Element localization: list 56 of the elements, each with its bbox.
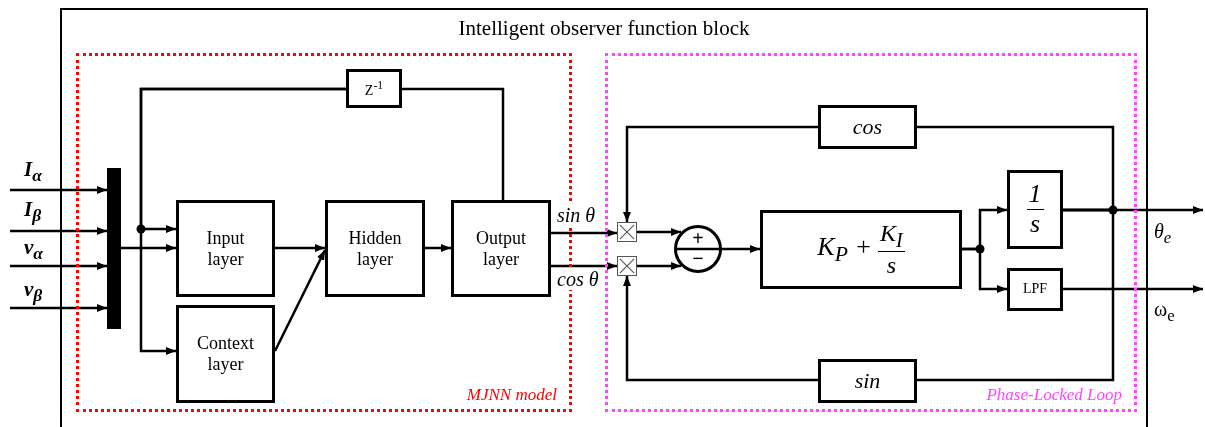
transfer-function-box [760, 210, 962, 289]
arrow [637, 262, 682, 270]
connector-line [917, 208, 1115, 382]
arrow [623, 276, 818, 382]
box-label: LPF [1022, 281, 1048, 298]
edge-label: sin θ [555, 204, 598, 226]
arrow [273, 249, 327, 352]
fraction-numerator: 1 [1026, 180, 1044, 210]
multiplier-box [617, 256, 637, 276]
arrow [10, 227, 107, 235]
arrow [121, 244, 176, 252]
mux-bar [107, 168, 121, 329]
summing-junction [674, 225, 722, 273]
sign-label: + [692, 228, 704, 248]
arrow [425, 244, 451, 252]
box-label: Z$^{-1}$ [364, 78, 384, 99]
process-box [346, 69, 402, 108]
fraction-denominator: s [886, 252, 896, 279]
sign-label: − [692, 248, 704, 268]
block-title: Intelligent observer function block [458, 16, 750, 41]
arrow [275, 244, 325, 252]
arrow [10, 186, 107, 194]
box-label: Context layer [196, 333, 255, 375]
arrow [10, 304, 107, 312]
connector-line [402, 87, 505, 200]
process-box [176, 305, 275, 403]
box-label: sin [854, 368, 881, 394]
fraction-denominator: s [1029, 210, 1041, 239]
arrow [623, 125, 818, 222]
multiplier-box [617, 222, 637, 242]
box-label: Input layer [205, 227, 246, 270]
dotted-group-box [605, 53, 1137, 412]
box-label: Output layer [475, 227, 527, 270]
transfer-function-box [1007, 170, 1063, 249]
formula-term: K$_{P}$ + [817, 231, 872, 268]
box-label: cos [852, 114, 883, 140]
group-label: Phase-Locked Loop [986, 385, 1122, 405]
arrow [551, 229, 617, 237]
edge-label: cos θ [555, 268, 601, 290]
process-box [176, 200, 275, 297]
arrow [10, 262, 107, 270]
group-label: MJNN model [466, 385, 557, 405]
arrow [962, 247, 1007, 293]
arrow [551, 262, 617, 270]
arrow [637, 228, 682, 236]
arrow [722, 245, 760, 253]
process-box [1007, 268, 1063, 311]
arrow [139, 87, 346, 355]
process-box [818, 359, 917, 403]
box-label: Hidden layer [347, 227, 403, 270]
function-block-frame [60, 8, 1148, 427]
fraction-numerator: K$_{I}$ [877, 220, 905, 253]
arrow [1063, 285, 1203, 293]
process-box [818, 105, 917, 149]
process-box [451, 200, 551, 297]
process-box [325, 200, 425, 297]
